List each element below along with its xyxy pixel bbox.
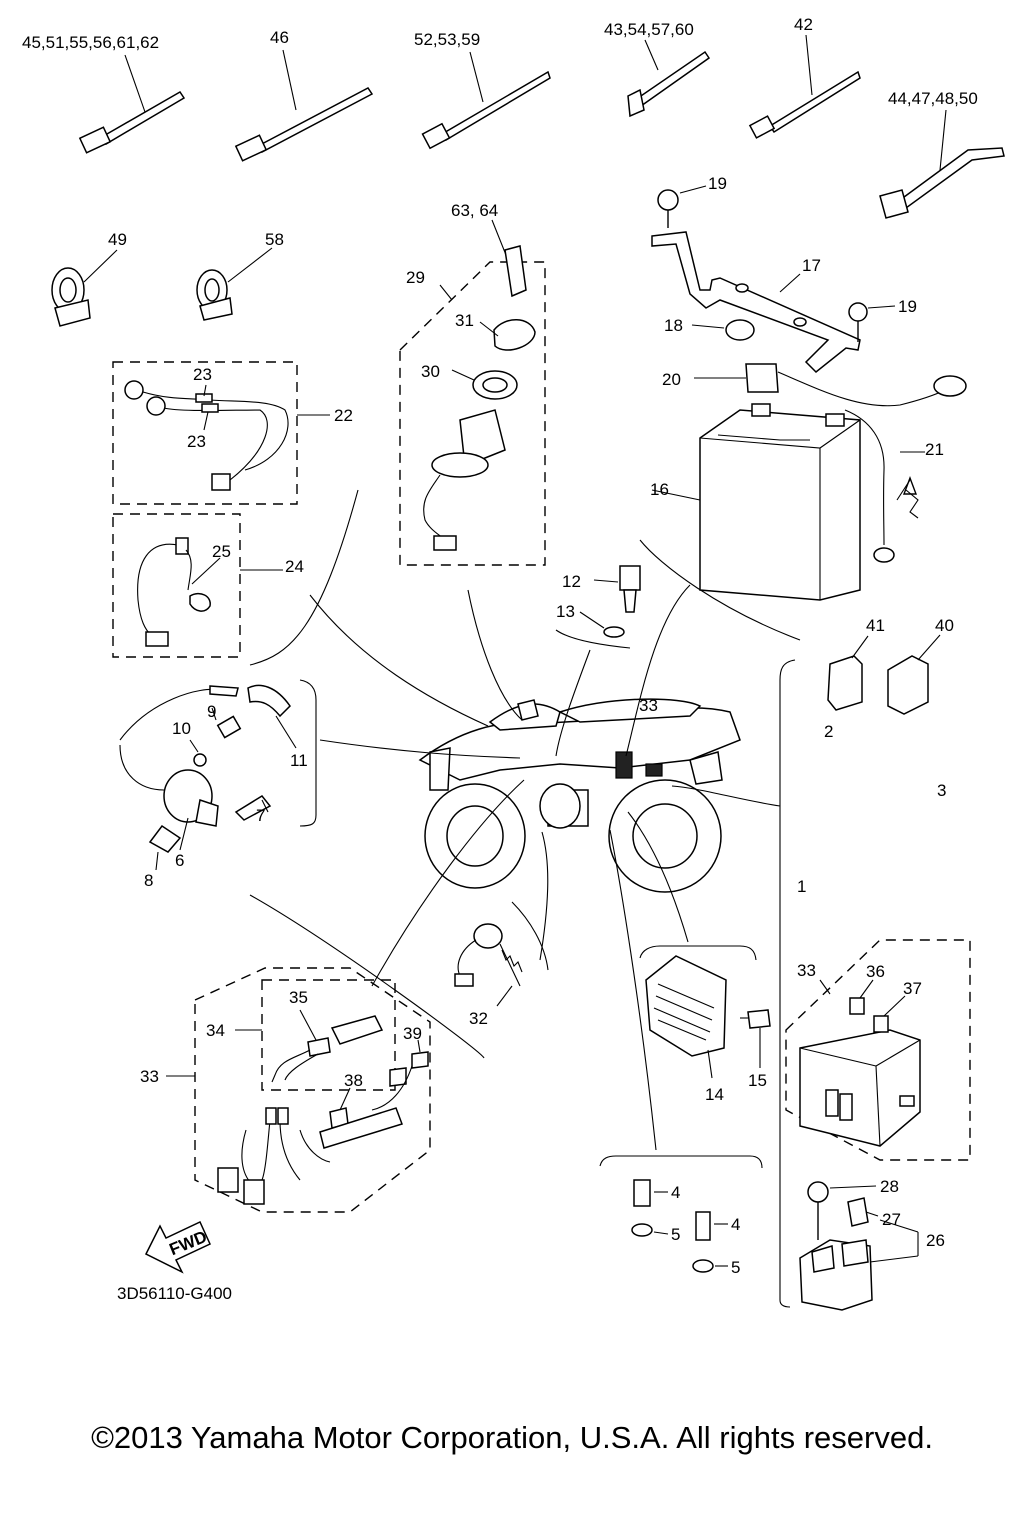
cable-tie-43 bbox=[627, 39, 711, 118]
label-28: 28 bbox=[880, 1177, 899, 1196]
label-36: 36 bbox=[866, 962, 885, 981]
label-5b: 5 bbox=[731, 1258, 740, 1277]
label-23a: 23 bbox=[193, 365, 212, 384]
label-17: 17 bbox=[802, 256, 821, 275]
label-11: 11 bbox=[290, 751, 308, 770]
label-5a: 5 bbox=[671, 1225, 680, 1244]
label-16: 16 bbox=[650, 480, 669, 499]
cable-tie-46 bbox=[234, 49, 374, 162]
label-7: 7 bbox=[256, 806, 265, 825]
label-13: 13 bbox=[556, 602, 575, 621]
label-12: 12 bbox=[562, 572, 581, 591]
label-8: 8 bbox=[144, 871, 153, 890]
cable-band-44 bbox=[879, 109, 1005, 219]
label-49: 49 bbox=[108, 230, 127, 249]
label-15: 15 bbox=[748, 1071, 767, 1090]
label-44: 44,47,48,50 bbox=[888, 89, 978, 108]
label-31: 31 bbox=[455, 311, 474, 330]
label-39: 39 bbox=[403, 1024, 422, 1043]
relays-40-41 bbox=[779, 634, 941, 1308]
clamp-58 bbox=[196, 247, 273, 321]
label-24: 24 bbox=[285, 557, 304, 576]
label-2: 2 bbox=[824, 722, 833, 741]
label-63: 63, 64 bbox=[451, 201, 498, 220]
label-38: 38 bbox=[344, 1071, 363, 1090]
starter-relay-26 bbox=[799, 1181, 919, 1311]
label-45: 45,51,55,56,61,62 bbox=[22, 33, 159, 52]
copyright-notice: ©2013 Yamaha Motor Corporation, U.S.A. A… bbox=[91, 1420, 933, 1455]
label-20: 20 bbox=[662, 370, 681, 389]
label-25: 25 bbox=[212, 542, 231, 561]
sub-harness-22 bbox=[112, 361, 330, 505]
battery-16 bbox=[639, 403, 861, 641]
ignition-coil-group bbox=[119, 679, 317, 871]
label-21: 21 bbox=[925, 440, 944, 459]
label-33c: 33 bbox=[797, 961, 816, 980]
label-43: 43,54,57,60 bbox=[604, 20, 694, 39]
label-19b: 19 bbox=[898, 297, 917, 316]
label-46: 46 bbox=[270, 28, 289, 47]
reference-code: 3D56110-G400 bbox=[117, 1284, 232, 1303]
label-52: 52,53,59 bbox=[414, 30, 480, 49]
label-30: 30 bbox=[421, 362, 440, 381]
label-23b: 23 bbox=[187, 432, 206, 451]
fuse-box-33 bbox=[785, 939, 971, 1161]
label-32: 32 bbox=[469, 1009, 488, 1028]
label-14: 14 bbox=[705, 1085, 724, 1104]
battery-bracket-17 bbox=[651, 185, 896, 374]
label-10: 10 bbox=[172, 719, 191, 738]
label-18: 18 bbox=[664, 316, 683, 335]
main-switch-29 bbox=[399, 219, 546, 566]
cable-tie-45 bbox=[78, 54, 186, 154]
label-3: 3 bbox=[937, 781, 946, 800]
label-26: 26 bbox=[926, 1231, 945, 1250]
rectifier-14 bbox=[639, 945, 771, 1079]
cable-tie-42 bbox=[748, 34, 861, 139]
label-27: 27 bbox=[882, 1210, 901, 1229]
sensor-12 bbox=[555, 565, 641, 649]
label-41: 41 bbox=[866, 616, 885, 635]
label-4a: 4 bbox=[671, 1183, 680, 1202]
label-6: 6 bbox=[175, 851, 184, 870]
bolts-4-washers-5 bbox=[599, 1155, 763, 1273]
label-33b: 33 bbox=[140, 1067, 159, 1086]
atv-vehicle bbox=[418, 698, 741, 893]
clamp-49 bbox=[51, 249, 118, 327]
switch-32 bbox=[454, 901, 549, 1007]
label-40: 40 bbox=[935, 616, 954, 635]
sub-harness-24 bbox=[112, 513, 283, 658]
wire-harness-33 bbox=[166, 967, 431, 1213]
callout-labels: 45,51,55,56,61,62 46 52,53,59 43,54,57,6… bbox=[22, 15, 978, 1303]
label-33a: 33 bbox=[639, 696, 658, 715]
label-37: 37 bbox=[903, 979, 922, 998]
label-9: 9 bbox=[207, 702, 216, 721]
cable-tie-52 bbox=[421, 51, 551, 150]
battery-cables bbox=[694, 363, 967, 563]
label-22: 22 bbox=[334, 406, 353, 425]
label-19a: 19 bbox=[708, 174, 727, 193]
label-1: 1 bbox=[797, 877, 806, 896]
label-34: 34 bbox=[206, 1021, 225, 1040]
label-29: 29 bbox=[406, 268, 425, 287]
label-35: 35 bbox=[289, 988, 308, 1007]
label-58: 58 bbox=[265, 230, 284, 249]
label-42: 42 bbox=[794, 15, 813, 34]
fwd-arrow-icon: FWD bbox=[144, 1220, 211, 1274]
label-4b: 4 bbox=[731, 1215, 740, 1234]
